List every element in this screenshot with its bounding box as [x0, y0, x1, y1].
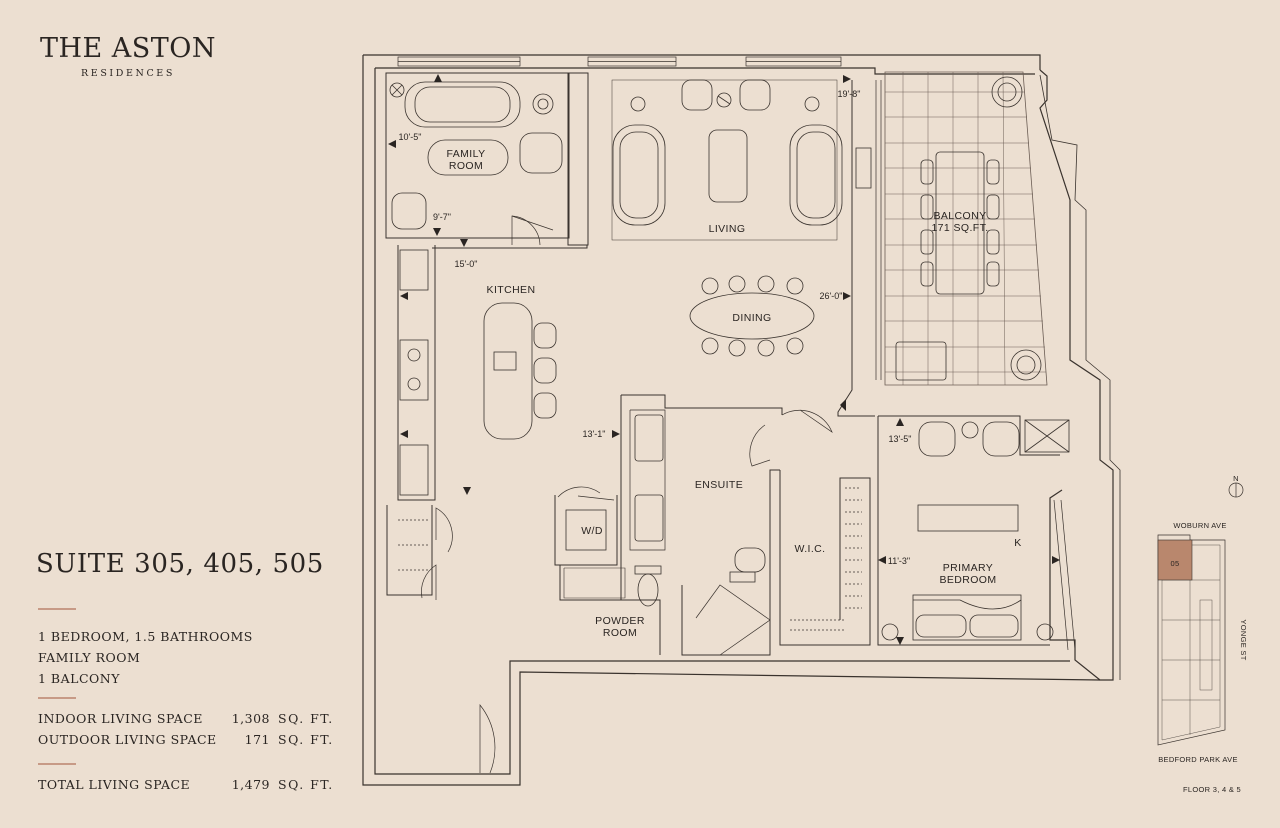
- suite-title: SUITE 305, 405, 505: [36, 549, 324, 579]
- windows: [397, 56, 1076, 651]
- room-label: PRIMARY: [943, 562, 993, 574]
- room-label: BALCONY: [934, 210, 987, 222]
- room-label: ROOM: [603, 627, 637, 639]
- room-label: ENSUITE: [695, 479, 743, 491]
- room-label: LIVING: [709, 223, 746, 235]
- exterior-walls: [362, 54, 1121, 786]
- room-label: FAMILY: [447, 148, 486, 160]
- brand-name: THE ASTON: [39, 33, 217, 64]
- divider: [38, 697, 76, 699]
- room-label: 171 SQ.FT.: [931, 222, 988, 234]
- brand-subtitle: RESIDENCES: [81, 68, 175, 79]
- room-label: POWDER: [595, 615, 645, 627]
- area-unit: SQ. FT.: [278, 777, 334, 792]
- street-label: BEDFORD PARK AVE: [1158, 755, 1238, 764]
- unit-number: 05: [1171, 559, 1180, 568]
- dimension-labels: 10'-5" 9'-7" 15'-0" 19'-8" 26'-0" 13'-1"…: [399, 89, 912, 566]
- dimension-label: 15'-0": [455, 259, 478, 269]
- feature-item: 1 BEDROOM, 1.5 BATHROOMS: [38, 629, 253, 644]
- area-label: INDOOR LIVING SPACE: [38, 711, 203, 726]
- dimension-label: 26'-0": [820, 291, 843, 301]
- dimension-label: 13'-5": [889, 434, 912, 444]
- dimension-label: 11'-3": [888, 556, 910, 566]
- key-plan: N WOBURN AVE YONGE ST BEDFORD PARK AVE 0…: [1157, 474, 1248, 764]
- unit-highlight: [1157, 539, 1193, 581]
- area-value: 1,308: [231, 711, 270, 726]
- feature-item: 1 BALCONY: [38, 671, 120, 686]
- area-label: OUTDOOR LIVING SPACE: [38, 732, 217, 747]
- doors: [421, 215, 833, 774]
- area-unit: SQ. FT.: [278, 711, 334, 726]
- feature-list: 1 BEDROOM, 1.5 BATHROOMS FAMILY ROOM 1 B…: [38, 626, 253, 689]
- brand-logo: THE ASTON RESIDENCES: [38, 33, 218, 80]
- room-label: ROOM: [449, 160, 483, 172]
- area-label: TOTAL LIVING SPACE: [38, 777, 191, 792]
- dimension-label: 19'-8": [838, 89, 861, 99]
- dimension-label: 13'-1": [583, 429, 606, 439]
- room-label: W/D: [581, 525, 603, 537]
- dimension-arrows: [388, 74, 1060, 645]
- room-label: K: [1014, 537, 1021, 549]
- floors-label: FLOOR 3, 4 & 5: [1183, 785, 1241, 794]
- divider: [38, 608, 76, 610]
- divider: [38, 763, 76, 765]
- street-label: YONGE ST: [1239, 619, 1248, 660]
- feature-item: FAMILY ROOM: [38, 650, 141, 665]
- north-label: N: [1233, 474, 1239, 483]
- street-label: WOBURN AVE: [1173, 521, 1226, 530]
- room-label: BEDROOM: [939, 574, 996, 586]
- room-labels: FAMILY ROOM LIVING KITCHEN DINING BALCON…: [447, 148, 1022, 639]
- balcony-grid: [884, 71, 1048, 386]
- room-label: W.I.C.: [795, 543, 826, 555]
- area-value: 171: [244, 732, 270, 747]
- dimension-label: 9'-7": [433, 212, 451, 222]
- area-unit: SQ. FT.: [278, 732, 334, 747]
- room-label: DINING: [732, 312, 771, 324]
- area-value: 1,479: [231, 777, 270, 792]
- dimension-label: 10'-5": [399, 132, 422, 142]
- furniture: [389, 76, 1070, 641]
- room-label: KITCHEN: [487, 284, 536, 296]
